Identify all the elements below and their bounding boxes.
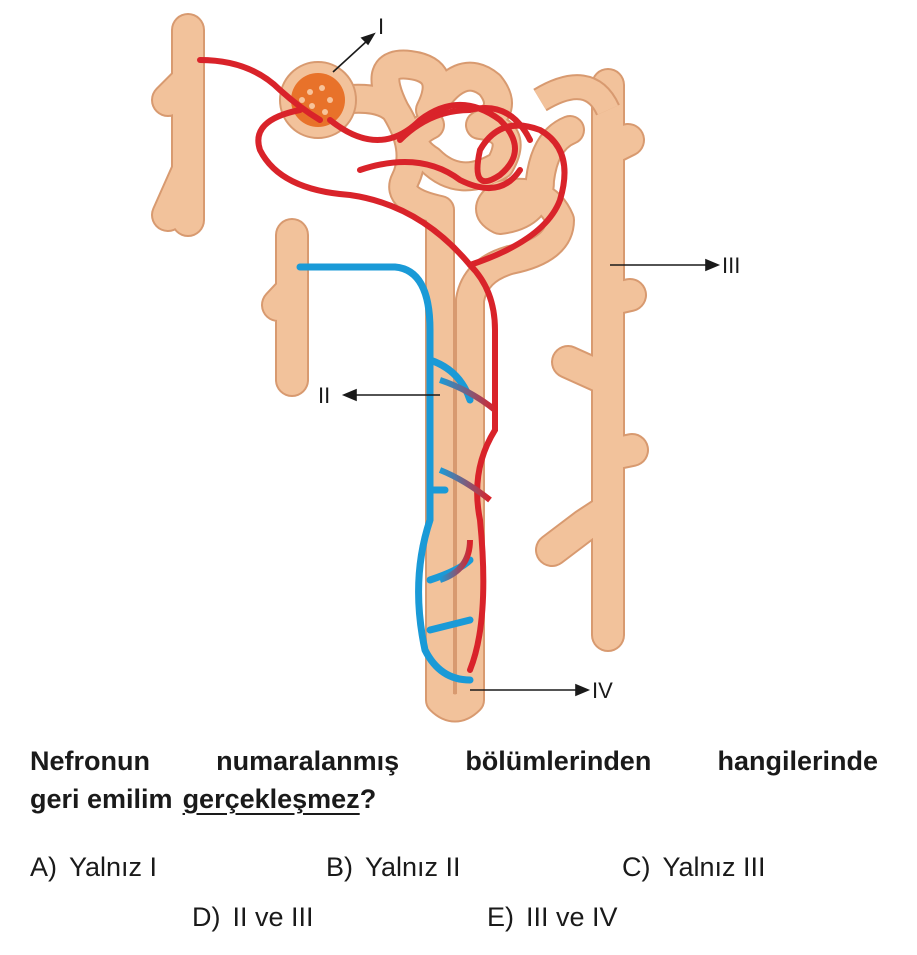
vein-branch-left [261, 218, 309, 397]
label-I: I [378, 14, 384, 39]
afferent-vessel-branch [151, 13, 205, 237]
question-word: Nefronun [30, 746, 150, 776]
option-text: Yalnız III [662, 852, 766, 882]
question-text: Nefronun numaralanmış bölümlerinden hang… [30, 742, 878, 818]
question-line-1: Nefronun numaralanmış bölümlerinden hang… [30, 742, 878, 780]
option-letter: D) [192, 902, 221, 932]
option-a[interactable]: A) Yalnız I [30, 852, 157, 883]
option-b[interactable]: B) Yalnız II [326, 852, 461, 883]
option-letter: B) [326, 852, 353, 882]
label-arrows [332, 32, 721, 697]
label-II: II [318, 383, 330, 408]
option-text: III ve IV [526, 902, 618, 932]
question-pre: geri emilim [30, 784, 173, 814]
label-IV: IV [592, 678, 613, 703]
option-letter: C) [622, 852, 651, 882]
option-e[interactable]: E) III ve IV [487, 902, 618, 933]
collecting-duct [533, 68, 649, 652]
mixed-capillaries [438, 377, 497, 583]
option-text: Yalnız I [69, 852, 158, 882]
question-word: numaralanmış [216, 746, 400, 776]
nephron-diagram: I III II IV [151, 13, 740, 723]
question-underlined: gerçekleşmez [182, 784, 360, 814]
question-word: hangilerinde [717, 746, 878, 776]
option-text: Yalnız II [365, 852, 461, 882]
option-c[interactable]: C) Yalnız III [622, 852, 766, 883]
option-text: II ve III [232, 902, 314, 932]
question-line-2: geri emilim gerçekleşmez? [30, 780, 878, 818]
glomerulus [279, 61, 357, 139]
question-word: bölümlerinden [465, 746, 652, 776]
question-post: ? [359, 784, 377, 814]
option-d[interactable]: D) II ve III [192, 902, 314, 933]
arterial-capillaries [197, 57, 568, 673]
option-letter: E) [487, 902, 514, 932]
label-III: III [722, 253, 740, 278]
option-letter: A) [30, 852, 57, 882]
